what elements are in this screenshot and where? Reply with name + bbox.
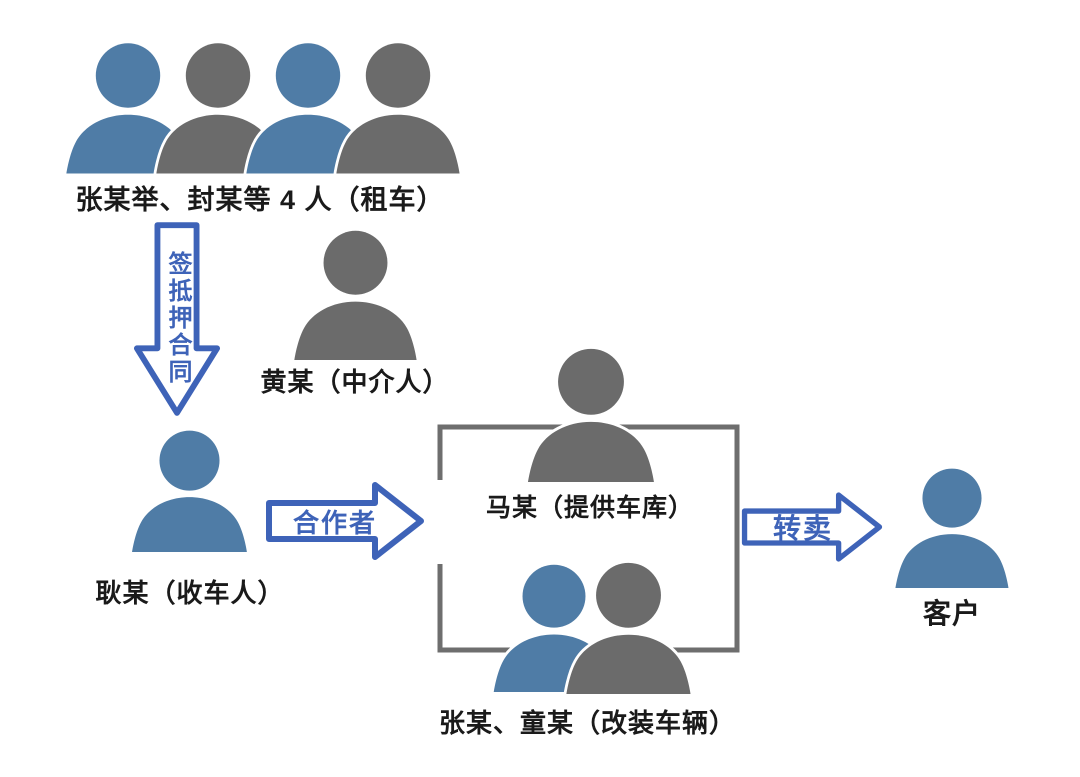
person-icon-modifier-2 xyxy=(563,560,694,694)
person-icon-renter-3 xyxy=(243,40,373,176)
collaborator-arrow-label: 合作者 xyxy=(292,507,377,538)
collaborator-arrow-icon xyxy=(266,482,424,560)
person-icon-renter-4 xyxy=(333,40,463,176)
person-icon-customer xyxy=(892,466,1012,588)
collector-label: 耿某（收车人） xyxy=(95,578,285,608)
person-icon-garage xyxy=(525,346,657,482)
garage-label: 马某（提供车库） xyxy=(485,494,694,522)
person-icon-middleman xyxy=(291,228,420,360)
resell-arrow-icon xyxy=(741,492,883,562)
gang-box-outline xyxy=(437,424,740,653)
contract-arrow-label: 签抵押合同 xyxy=(164,250,191,386)
customer-label: 客户 xyxy=(922,598,981,629)
renters-label: 张某举、封某等 4 人（租车） xyxy=(75,185,445,215)
resell-arrow-label: 转卖 xyxy=(772,513,833,544)
modifiers-label: 张某、童某（改装车辆） xyxy=(438,708,736,738)
middleman-label: 黄某（中介人） xyxy=(260,367,450,397)
person-icon-collector xyxy=(129,428,250,552)
contract-arrow-icon xyxy=(133,222,221,416)
